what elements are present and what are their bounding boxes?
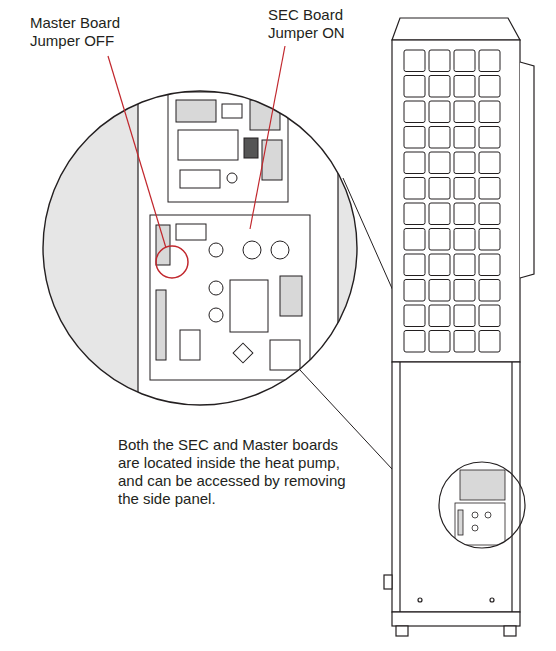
- grille-cell: [404, 280, 425, 302]
- grille-cell: [479, 254, 500, 276]
- grille-cell: [454, 305, 475, 327]
- grille-cell: [454, 127, 475, 149]
- grille-cell: [479, 305, 500, 327]
- grille-cell: [454, 229, 475, 251]
- grille-cell: [404, 101, 425, 123]
- grille-cell: [429, 254, 450, 276]
- grille-cell: [429, 152, 450, 174]
- grille-cell: [404, 76, 425, 98]
- grille-cell: [429, 101, 450, 123]
- grille-cell: [454, 76, 475, 98]
- grille-cell: [404, 229, 425, 251]
- grille-cell: [404, 127, 425, 149]
- grille-cell: [404, 152, 425, 174]
- grille-cell: [479, 331, 500, 353]
- grille-cell: [454, 254, 475, 276]
- note-text: Both the SEC and Master boards are locat…: [118, 436, 350, 508]
- grille-cell: [429, 76, 450, 98]
- grille-cell: [404, 254, 425, 276]
- grille-cell: [404, 331, 425, 353]
- callout-label: SEC Board Jumper ON: [268, 6, 368, 42]
- grille-cell: [429, 280, 450, 302]
- small-magnified-area: [455, 470, 505, 545]
- grille-cell: [404, 50, 425, 72]
- fan-grille: [404, 50, 500, 352]
- heat-pump-unit: [384, 18, 534, 636]
- leader-lines: [108, 46, 285, 248]
- grille-cell: [479, 101, 500, 123]
- callout-label: Master Board Jumper OFF: [30, 14, 142, 50]
- master-jumper-marker: [156, 246, 188, 278]
- master-board: [150, 215, 310, 380]
- grille-cell: [454, 152, 475, 174]
- grille-cell: [479, 280, 500, 302]
- grille-cell: [454, 203, 475, 225]
- grille-cell: [479, 50, 500, 72]
- grille-cell: [454, 280, 475, 302]
- grille-cell: [479, 229, 500, 251]
- grille-cell: [429, 229, 450, 251]
- grille-cell: [479, 178, 500, 200]
- grille-cell: [479, 76, 500, 98]
- grille-cell: [479, 203, 500, 225]
- grille-cell: [454, 331, 475, 353]
- grille-cell: [429, 331, 450, 353]
- grille-cell: [454, 101, 475, 123]
- grille-cell: [479, 127, 500, 149]
- grille-cell: [404, 305, 425, 327]
- grille-cell: [404, 178, 425, 200]
- grille-cell: [429, 127, 450, 149]
- grille-cell: [454, 50, 475, 72]
- grille-cell: [479, 152, 500, 174]
- grille-cell: [404, 203, 425, 225]
- grille-cell: [429, 203, 450, 225]
- grille-cell: [429, 305, 450, 327]
- grille-cell: [429, 178, 450, 200]
- magnified-view: [30, 80, 378, 420]
- grille-cell: [454, 178, 475, 200]
- grille-cell: [429, 50, 450, 72]
